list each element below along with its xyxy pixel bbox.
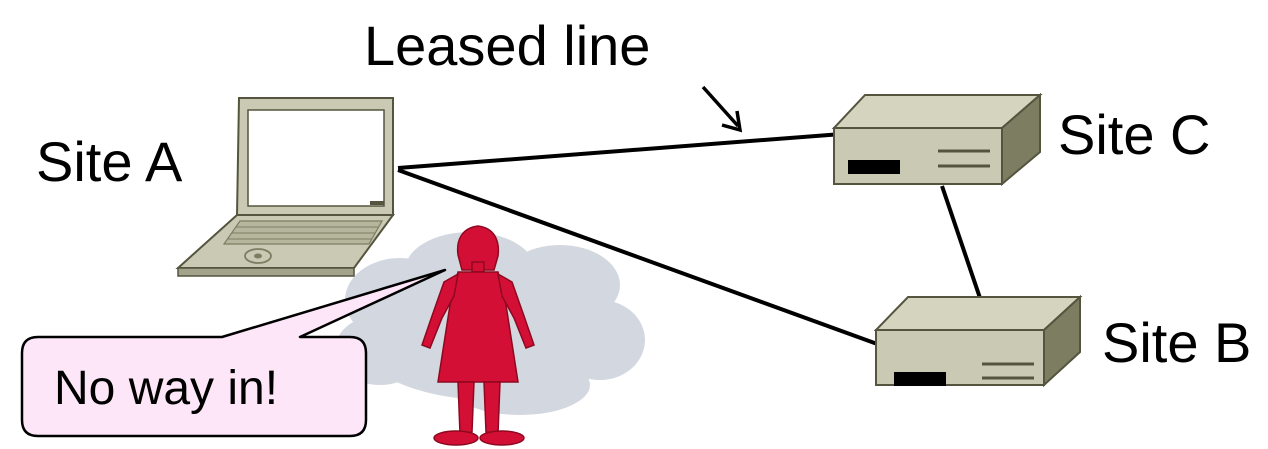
callout-text: No way in! <box>54 362 278 415</box>
site-b-label: Site B <box>1102 311 1251 374</box>
site-a-label: Site A <box>36 130 183 193</box>
link-c-to-b <box>940 185 982 299</box>
site-c-label: Site C <box>1058 103 1211 166</box>
leased-line-a-to-c <box>397 132 843 170</box>
person-icon <box>421 225 535 446</box>
leased-line-arrow <box>701 85 743 133</box>
router-icon <box>873 294 1083 388</box>
router-icon <box>831 92 1043 187</box>
leased-line-label: Leased line <box>364 14 650 77</box>
link-a-to-b <box>397 168 881 347</box>
callout-bubble <box>20 268 447 438</box>
laptop-icon <box>175 97 395 277</box>
